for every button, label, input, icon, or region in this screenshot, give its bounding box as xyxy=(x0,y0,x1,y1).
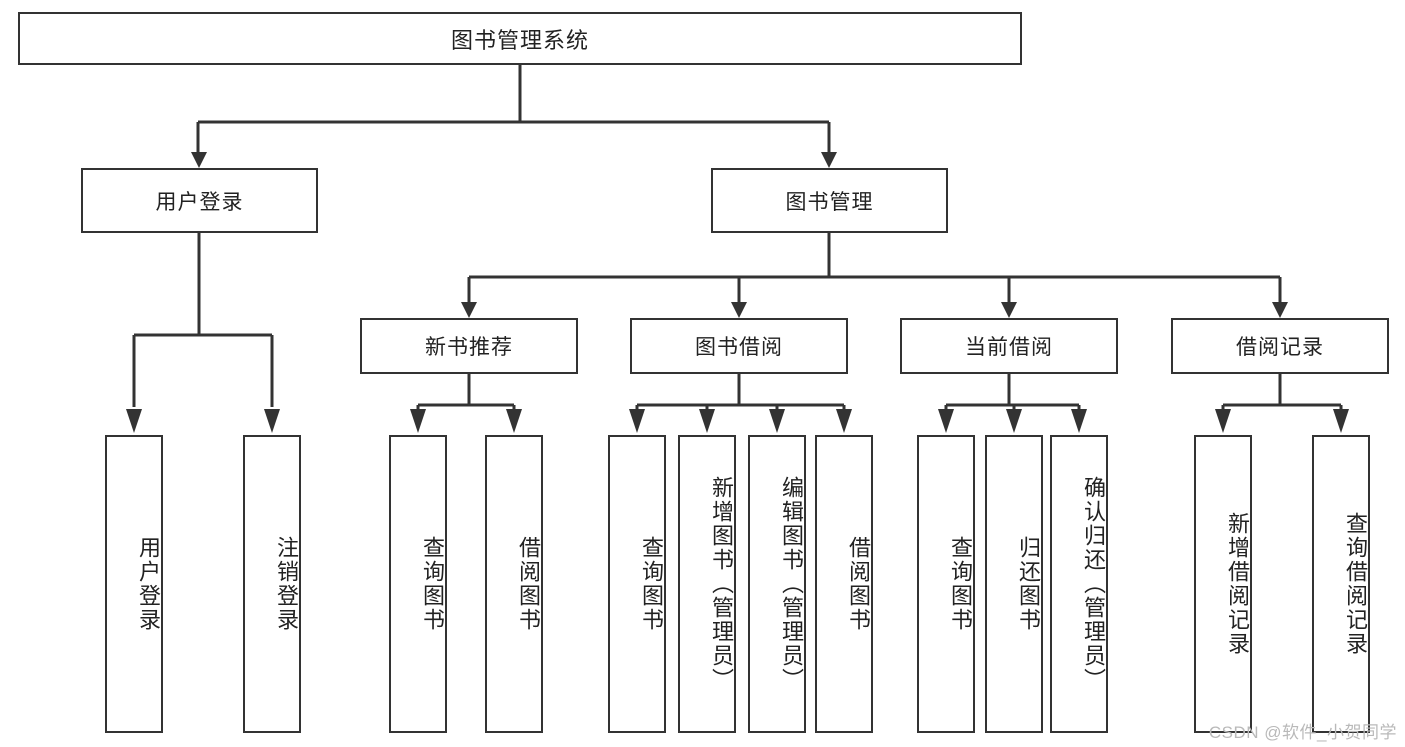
node-user-login[interactable]: 用户登录 xyxy=(81,168,318,233)
node-book-management[interactable]: 图书管理 xyxy=(711,168,948,233)
node-label: 查询图书 xyxy=(639,536,664,632)
node-label: 确认归还（管理员） xyxy=(1081,476,1106,692)
node-label: 图书管理系统 xyxy=(450,27,589,53)
node-label: 查询借阅记录 xyxy=(1343,512,1368,656)
node-label: 借阅图书 xyxy=(846,536,871,632)
node-label: 注销登录 xyxy=(274,536,299,632)
node-label: 查询图书 xyxy=(948,536,973,632)
node-label: 新增借阅记录 xyxy=(1225,512,1250,656)
node-current-borrow[interactable]: 当前借阅 xyxy=(900,318,1118,374)
leaf-new-book-borrow[interactable]: 借阅图书 xyxy=(485,435,543,733)
node-label: 查询图书 xyxy=(420,536,445,632)
watermark: CSDN @软件_小贺同学 xyxy=(1208,723,1397,742)
node-label: 用户登录 xyxy=(155,190,244,214)
node-root-system[interactable]: 图书管理系统 xyxy=(18,12,1022,65)
leaf-current-borrow-query[interactable]: 查询图书 xyxy=(917,435,975,733)
leaf-borrow-record-add[interactable]: 新增借阅记录 xyxy=(1194,435,1252,733)
leaf-current-borrow-confirm-return[interactable]: 确认归还（管理员） xyxy=(1050,435,1108,733)
leaf-book-borrow-borrow[interactable]: 借阅图书 xyxy=(815,435,873,733)
leaf-book-borrow-add[interactable]: 新增图书（管理员） xyxy=(678,435,736,733)
node-new-book-recommend[interactable]: 新书推荐 xyxy=(360,318,578,374)
node-label: 新书推荐 xyxy=(425,336,513,359)
leaf-book-borrow-query[interactable]: 查询图书 xyxy=(608,435,666,733)
leaf-new-book-query[interactable]: 查询图书 xyxy=(389,435,447,733)
node-label: 当前借阅 xyxy=(965,336,1053,359)
leaf-current-borrow-return[interactable]: 归还图书 xyxy=(985,435,1043,733)
node-label: 新增图书（管理员） xyxy=(709,476,734,692)
leaf-book-borrow-edit[interactable]: 编辑图书（管理员） xyxy=(748,435,806,733)
leaf-user-login-signin[interactable]: 用户登录 xyxy=(105,435,163,733)
leaf-user-login-signout[interactable]: 注销登录 xyxy=(243,435,301,733)
node-label: 编辑图书（管理员） xyxy=(779,476,804,692)
node-label: 用户登录 xyxy=(136,536,161,632)
leaf-borrow-record-query[interactable]: 查询借阅记录 xyxy=(1312,435,1370,733)
node-borrow-record[interactable]: 借阅记录 xyxy=(1171,318,1389,374)
node-label: 归还图书 xyxy=(1016,536,1041,632)
node-label: 借阅图书 xyxy=(516,536,541,632)
node-label: 图书管理 xyxy=(785,190,874,214)
node-label: 借阅记录 xyxy=(1236,336,1324,359)
node-label: 图书借阅 xyxy=(695,336,783,359)
node-book-borrow[interactable]: 图书借阅 xyxy=(630,318,848,374)
